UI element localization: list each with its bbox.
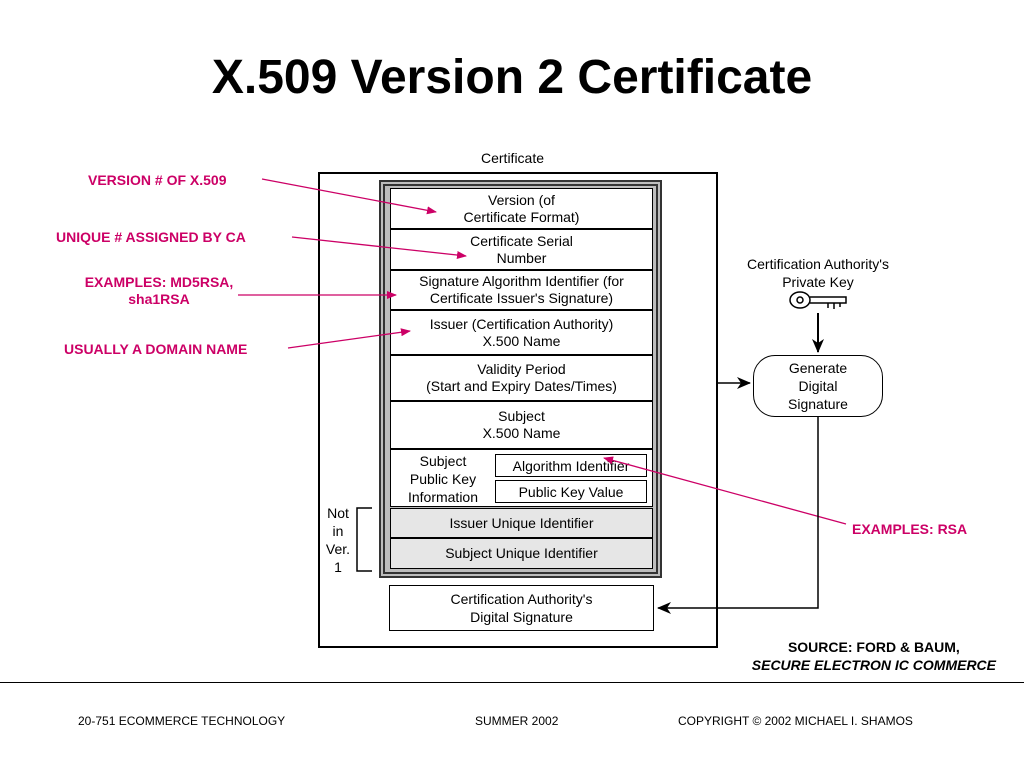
spki-label-line2: Public Key (409, 471, 477, 487)
ca-signature-line1: Certification Authority's (450, 591, 593, 607)
annotation-examples-algo: EXAMPLES: MD5RSA, sha1RSA (68, 274, 250, 308)
annotation-examples-algo-line2: sha1RSA (128, 291, 190, 307)
source-credit: SOURCE: FORD & BAUM, SECURE ELECTRON IC … (752, 638, 996, 674)
field-version-line1: Version (of (488, 191, 555, 208)
annotation-domain: USUALLY A DOMAIN NAME (64, 341, 248, 357)
field-serial-line1: Certificate Serial (470, 232, 573, 249)
source-line2: SECURE ELECTRON IC COMMERCE (751, 657, 996, 673)
field-issuer-line2: X.500 Name (482, 332, 561, 349)
field-issuer-line1: Issuer (Certification Authority) (429, 315, 614, 332)
generate-digital-signature-box: Generate Digital Signature (753, 355, 883, 417)
slide-title: X.509 Version 2 Certificate (211, 51, 813, 104)
field-sigalg-line1: Signature Algorithm Identifier (for (419, 273, 624, 289)
field-issuer-unique-id: Issuer Unique Identifier (390, 508, 653, 538)
generate-line3: Signature (788, 396, 848, 412)
annotation-examples-algo-line1: EXAMPLES: MD5RSA, (84, 274, 234, 290)
subfield-algorithm-identifier: Algorithm Identifier (495, 454, 647, 477)
certificate-outer-frame (318, 172, 718, 648)
field-serial-line2: Number (496, 249, 547, 266)
generate-line1: Generate (788, 360, 848, 376)
not-in-ver1-line4: 1 (334, 559, 342, 575)
field-validity: Validity Period(Start and Expiry Dates/T… (390, 355, 653, 401)
certificate-caption: Certificate (481, 150, 545, 166)
footer-term: SUMMER 2002 (475, 714, 559, 728)
field-issuer: Issuer (Certification Authority)X.500 Na… (390, 310, 653, 355)
annotation-version: VERSION # OF X.509 (88, 172, 227, 188)
footer-copyright: COPYRIGHT © 2002 MICHAEL I. SHAMOS (678, 714, 913, 728)
field-version-line2: Certificate Format) (463, 208, 580, 225)
ca-private-key-label: Certification Authority's Private Key (733, 255, 903, 291)
field-subject-line1: Subject (498, 408, 545, 424)
ca-private-key-line1: Certification Authority's (747, 256, 889, 272)
not-in-ver1-label: Not in Ver. 1 (318, 504, 358, 576)
ca-signature-line2: Digital Signature (470, 609, 573, 625)
spki-label-line1: Subject (419, 453, 467, 469)
source-line1: SOURCE: FORD & BAUM, (787, 639, 960, 655)
subfield-public-key-value: Public Key Value (495, 480, 647, 503)
field-validity-line1: Validity Period (477, 361, 566, 377)
key-icon (789, 291, 847, 309)
spki-label-line3: Information (407, 489, 479, 505)
ca-private-key-line2: Private Key (782, 274, 854, 290)
annotation-unique: UNIQUE # ASSIGNED BY CA (56, 229, 246, 245)
footer-course: 20-751 ECOMMERCE TECHNOLOGY (78, 714, 286, 728)
field-sigalg-line2: Certificate Issuer's Signature) (429, 290, 614, 306)
field-subject-unique-id: Subject Unique Identifier (390, 538, 653, 569)
annotation-examples-rsa: EXAMPLES: RSA (852, 521, 968, 537)
not-in-ver1-line1: Not (327, 505, 349, 521)
field-validity-line2: (Start and Expiry Dates/Times) (426, 378, 617, 394)
footer-rule (0, 682, 1024, 683)
spki-label: Subject Public Key Information (392, 452, 494, 506)
not-in-ver1-line3: Ver. (325, 541, 351, 557)
generate-line2: Digital (798, 378, 838, 394)
field-subject-line2: X.500 Name (482, 425, 561, 441)
not-in-ver1-line2: in (332, 523, 344, 539)
